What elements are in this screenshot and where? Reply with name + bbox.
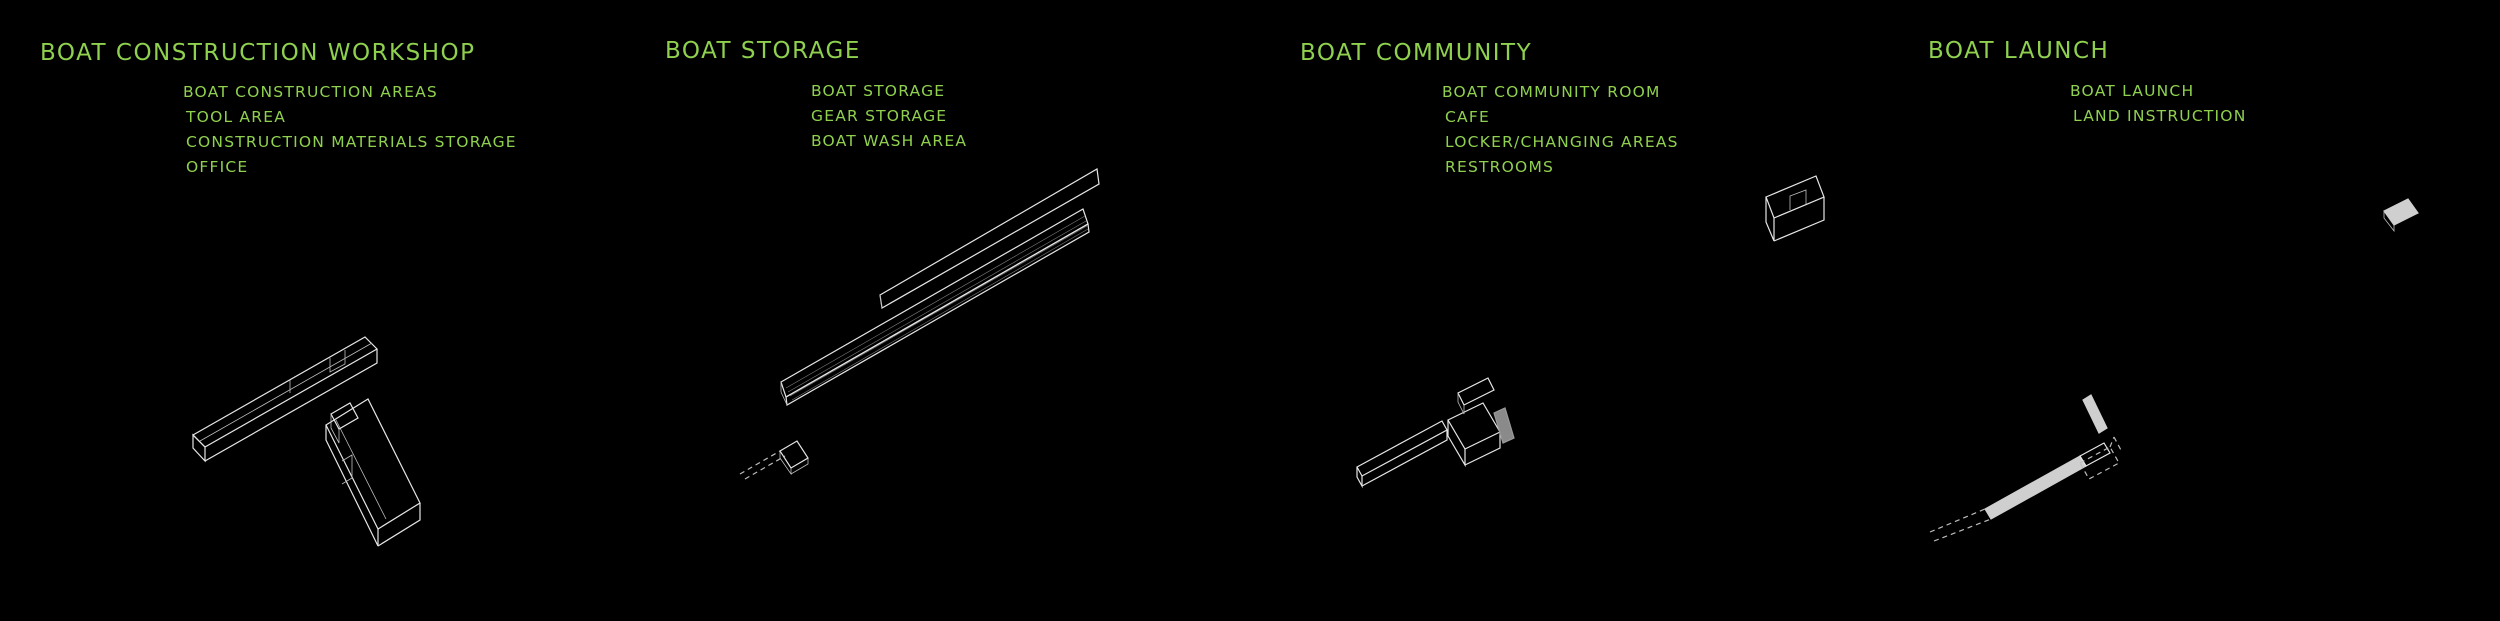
program-list: BOAT STORAGE GEAR STORAGE BOAT WASH AREA <box>811 79 967 154</box>
program-item: BOAT COMMUNITY ROOM <box>1442 83 1661 101</box>
program-item: CONSTRUCTION MATERIALS STORAGE <box>186 133 517 151</box>
storage-wash-pavilion <box>739 440 809 480</box>
storage-canopy <box>879 168 1100 309</box>
launch-ramp <box>1929 442 2111 542</box>
panel-boat-community: BOAT COMMUNITY BOAT COMMUNITY ROOM CAFE … <box>1280 0 1900 621</box>
program-item: BOAT CONSTRUCTION AREAS <box>183 83 438 101</box>
program-item: OFFICE <box>186 158 249 176</box>
panel-title: BOAT LAUNCH <box>1928 38 2110 64</box>
program-item: RESTROOMS <box>1445 158 1555 176</box>
community-long-wing <box>1356 420 1448 489</box>
program-item: BOAT STORAGE <box>811 82 946 100</box>
panel-boat-launch: BOAT LAUNCH BOAT LAUNCH LAND INSTRUCTION <box>1900 0 2500 621</box>
program-item: GEAR STORAGE <box>811 107 948 125</box>
launch-dock <box>2079 394 2123 480</box>
workshop-main-hall <box>325 398 421 547</box>
program-item: LOCKER/CHANGING AREAS <box>1445 133 1679 151</box>
community-block <box>1765 175 1825 242</box>
program-item: TOOL AREA <box>186 108 287 126</box>
storage-racks <box>780 208 1090 406</box>
program-item: CAFE <box>1445 108 1490 126</box>
panel-construction-workshop: BOAT CONSTRUCTION WORKSHOP BOAT CONSTRUC… <box>0 0 640 621</box>
panel-title: BOAT CONSTRUCTION WORKSHOP <box>40 40 476 66</box>
program-list: BOAT LAUNCH LAND INSTRUCTION <box>2070 79 2247 129</box>
program-item: LAND INSTRUCTION <box>2073 107 2247 125</box>
panel-boat-storage: BOAT STORAGE BOAT STORAGE GEAR STORAGE B… <box>640 0 1280 621</box>
community-room-cluster <box>1447 377 1515 468</box>
program-item: BOAT LAUNCH <box>2070 82 2195 100</box>
panel-title: BOAT STORAGE <box>665 38 861 64</box>
workshop-long-volume <box>192 336 378 463</box>
launch-pavilion <box>2383 198 2419 233</box>
program-list: BOAT CONSTRUCTION AREAS TOOL AREA CONSTR… <box>183 80 517 180</box>
panel-title: BOAT COMMUNITY <box>1300 40 1533 66</box>
program-item: BOAT WASH AREA <box>811 132 968 150</box>
program-list: BOAT COMMUNITY ROOM CAFE LOCKER/CHANGING… <box>1442 80 1679 180</box>
